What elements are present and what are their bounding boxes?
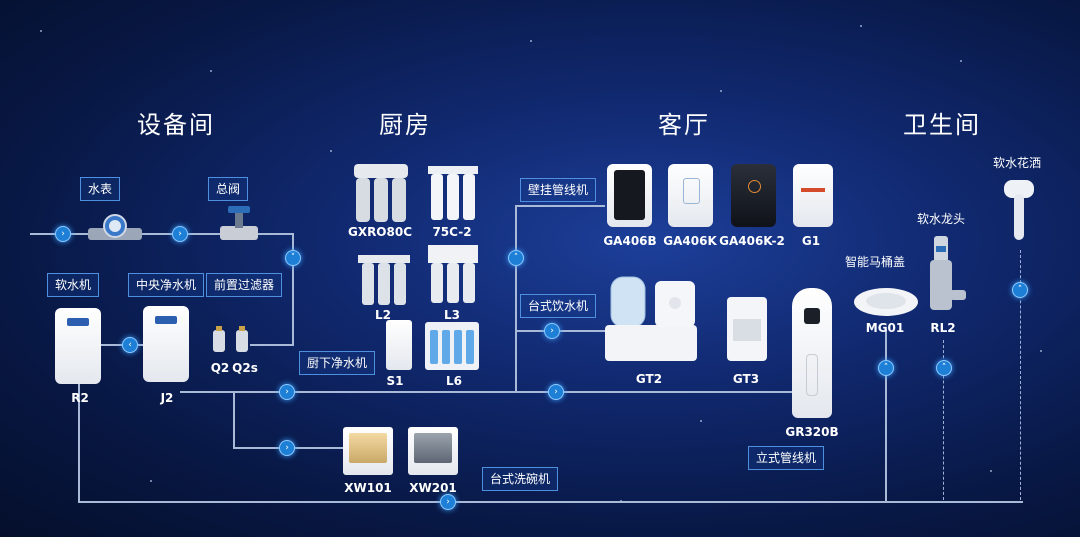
- 75c2-device: [428, 166, 478, 222]
- label-l6: L6: [446, 374, 462, 388]
- flow-left-icon: ‹: [122, 337, 138, 353]
- tag-desktop-dispenser: 台式饮水机: [520, 294, 596, 318]
- label-ga406b: GA406B: [603, 234, 656, 248]
- label-mg01: MG01: [866, 321, 905, 335]
- flow-arrow-icon: ›: [544, 323, 560, 339]
- label-rl2: RL2: [930, 321, 955, 335]
- flow-arrow-icon: ›: [279, 384, 295, 400]
- s1-device: [386, 320, 412, 370]
- prefilter-device: [210, 326, 256, 358]
- tag-floor-pipeline: 立式管线机: [748, 446, 824, 470]
- label-s1: S1: [387, 374, 404, 388]
- valve-icon: [218, 200, 260, 244]
- zone-title-living: 客厅: [658, 105, 710, 140]
- l6-device: [425, 322, 479, 370]
- tag-main-valve: 总阀: [208, 177, 248, 201]
- faucet-device: [918, 236, 968, 312]
- zone-title-equipment: 设备间: [137, 105, 215, 140]
- flow-up-icon: ˄: [508, 250, 524, 266]
- g1-device: [793, 164, 833, 227]
- label-gt3: GT3: [733, 372, 759, 386]
- label-l3: L3: [444, 308, 460, 322]
- ga406k-device: [668, 164, 713, 227]
- label-q2: Q2: [211, 361, 230, 375]
- water-meter-icon: [86, 212, 144, 246]
- label-ga406k2: GA406K-2: [719, 234, 785, 248]
- toilet-seat-device: [852, 284, 920, 318]
- flow-down-icon: ˅: [285, 250, 301, 266]
- flow-arrow-icon: ›: [440, 494, 456, 510]
- label-gr320b: GR320B: [785, 425, 838, 439]
- label-gxro80c: GXRO80C: [348, 225, 412, 239]
- zone-title-kitchen: 厨房: [379, 105, 431, 140]
- central-purifier-device: [143, 306, 189, 382]
- gt2-device: [605, 275, 697, 365]
- label-xw101: XW101: [344, 481, 392, 495]
- flow-up-icon: ˄: [1012, 282, 1028, 298]
- label-xw201: XW201: [409, 481, 457, 495]
- tag-soft-faucet: 软水龙头: [910, 208, 972, 230]
- softener-device: [55, 308, 101, 384]
- label-q2s: Q2s: [232, 361, 258, 375]
- label-j2: J2: [161, 391, 174, 405]
- shower-head-device: [1000, 178, 1040, 242]
- tag-smart-toilet: 智能马桶盖: [838, 251, 912, 273]
- flow-arrow-icon: ›: [548, 384, 564, 400]
- flow-up-icon: ˄: [936, 360, 952, 376]
- ga406k2-device: [731, 164, 776, 227]
- flow-arrow-icon: ›: [55, 226, 71, 242]
- tag-dishwasher: 台式洗碗机: [482, 467, 558, 491]
- tag-wall-pipeline: 壁挂管线机: [520, 178, 596, 202]
- flow-up-icon: ˄: [878, 360, 894, 376]
- l2-device: [358, 255, 410, 307]
- gt3-device: [723, 297, 769, 363]
- xw201-device: [408, 427, 458, 475]
- l3-device: [428, 245, 478, 305]
- label-gt2: GT2: [636, 372, 662, 386]
- gxro80c-device: [352, 164, 410, 224]
- flow-arrow-icon: ›: [172, 226, 188, 242]
- label-ga406k: GA406K: [663, 234, 716, 248]
- zone-title-bathroom: 卫生间: [903, 105, 981, 140]
- ga406b-device: [607, 164, 652, 227]
- xw101-device: [343, 427, 393, 475]
- tag-softener: 软水机: [47, 273, 99, 297]
- label-75c2: 75C-2: [432, 225, 471, 239]
- tag-meter: 水表: [80, 177, 120, 201]
- tag-soft-shower: 软水花洒: [986, 152, 1048, 174]
- label-g1: G1: [802, 234, 820, 248]
- tag-under-sink: 厨下净水机: [299, 351, 375, 375]
- label-r2: R2: [71, 391, 89, 405]
- tag-prefilter: 前置过滤器: [206, 273, 282, 297]
- flow-arrow-icon: ›: [279, 440, 295, 456]
- gr320b-device: [792, 288, 832, 418]
- tag-central-purifier: 中央净水机: [128, 273, 204, 297]
